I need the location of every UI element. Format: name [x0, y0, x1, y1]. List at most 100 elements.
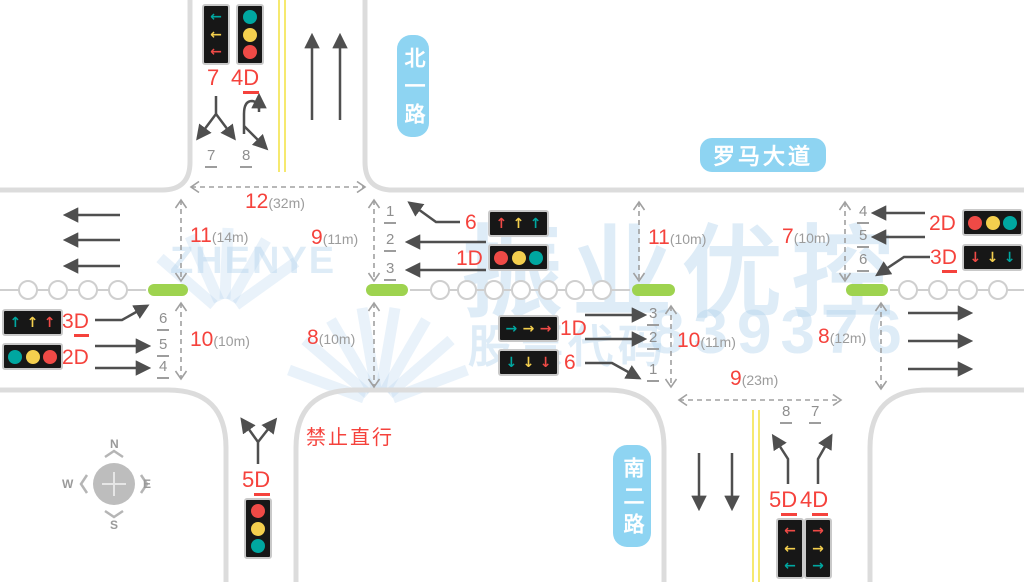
- signal-label-3d-east: 3D: [930, 246, 957, 273]
- measure-distance: (10m): [669, 231, 707, 247]
- watermark-brand: ZHENYE: [170, 240, 336, 283]
- measure-left-se: 8(10m): [307, 327, 355, 348]
- teal-ball-icon: [7, 349, 22, 364]
- measure-distance: (10m): [318, 331, 356, 347]
- signal-head-east-down-arrows: ↓↓↓: [962, 244, 1023, 271]
- signal-head-north-balls: [236, 4, 264, 65]
- signal-label-2d-east: 2D: [929, 213, 956, 234]
- yellow-center-lines: [278, 0, 760, 582]
- right-east-approach-arrows: [870, 205, 930, 277]
- badge-main-road: 罗马大道: [700, 138, 826, 172]
- compass-north-label: N: [110, 437, 119, 451]
- yellow-ball-icon: [251, 521, 265, 536]
- signal-label-6-center: 6: [564, 352, 576, 373]
- badge-south-road: 南二路: [613, 445, 651, 547]
- lane-number: 3: [384, 260, 397, 281]
- teal-arrow-icon: →: [505, 320, 518, 337]
- teal-ball-icon: [251, 539, 265, 554]
- teal-arrow-icon: ↓: [505, 354, 518, 371]
- signal-head-north-left-arrows: ←←←: [202, 4, 230, 65]
- yellow-arrow-icon: ←: [210, 26, 222, 43]
- signal-label-underlined: D: [243, 65, 260, 94]
- yellow-arrow-icon: ↑: [26, 314, 39, 331]
- signal-label-3d-west: 3D: [62, 310, 89, 337]
- signal-label-underlined: D: [73, 310, 89, 337]
- red-ball-icon: [493, 250, 508, 265]
- measure-distance: (11m): [700, 334, 736, 350]
- red-arrow-icon: →: [812, 522, 824, 539]
- lane-number: 2: [384, 231, 397, 252]
- signal-head-south-right-right-arrows: →→→: [804, 518, 832, 579]
- teal-arrow-icon: ↑: [529, 215, 542, 232]
- compass-west-label: W: [62, 477, 74, 491]
- signal-head-south-right-left-arrows: ←←←: [776, 518, 804, 579]
- signal-head-left-up-arrows: ↑↑↑: [488, 210, 549, 237]
- measure-distance: (14m): [211, 229, 249, 245]
- lane-number: 8: [240, 147, 253, 168]
- left-east-approach-arrows: [404, 201, 486, 278]
- measure-right-sw: 10(11m): [677, 330, 736, 351]
- measure-right-nw: 11(10m): [648, 227, 706, 248]
- signal-label-underlined: D: [781, 487, 798, 516]
- yellow-ball-icon: [985, 215, 1000, 230]
- signal-label-text: 3: [930, 246, 942, 269]
- teal-ball-icon: [1003, 215, 1018, 230]
- watermark-stock-code: 839376: [650, 298, 911, 367]
- signal-head-east-balls: [962, 209, 1023, 236]
- lane-number: 6: [857, 251, 870, 272]
- lane-number: 7: [809, 403, 822, 424]
- lane-number: 8: [780, 403, 793, 424]
- signal-label-text: 5: [242, 467, 255, 492]
- signal-label-text: 3: [62, 310, 74, 333]
- south-right-approach-arrows: [771, 433, 833, 484]
- lane-number: 2: [647, 329, 660, 350]
- red-arrow-icon: ↑: [43, 314, 56, 331]
- lane-number: 5: [157, 336, 170, 357]
- signal-head-center-down-arrows: ↓↓↓: [498, 349, 559, 376]
- yellow-arrow-icon: ←: [784, 540, 796, 557]
- measure-right-ne: 7(10m): [782, 226, 830, 247]
- measure-number: 8: [307, 326, 319, 349]
- measure-number: 10: [677, 329, 701, 352]
- yellow-ball-icon: [25, 349, 40, 364]
- measure-distance: (32m): [268, 195, 305, 211]
- signal-label-text: 6: [564, 351, 576, 374]
- measure-right-se: 8(12m): [818, 326, 866, 347]
- measure-distance: (12m): [829, 330, 867, 346]
- red-arrow-icon: ↑: [495, 215, 508, 232]
- signal-label-text: 7: [207, 65, 220, 90]
- teal-ball-icon: [243, 9, 257, 24]
- red-ball-icon: [43, 349, 58, 364]
- yellow-arrow-icon: ↓: [986, 249, 999, 266]
- signal-label-1d-center: 1D: [560, 318, 587, 339]
- measure-number: 9: [311, 226, 323, 249]
- signal-label-5d-southright: 5D: [769, 487, 798, 516]
- signal-label-text: 2D: [62, 346, 89, 369]
- signal-label-text: 5: [769, 487, 782, 512]
- compass-east-label: E: [143, 477, 152, 491]
- lane-number: 7: [205, 147, 218, 168]
- teal-ball-icon: [529, 250, 544, 265]
- eastbound-exit-arrows: [908, 305, 974, 377]
- no-straight-note: 禁止直行: [306, 427, 394, 449]
- yellow-arrow-icon: ↑: [512, 215, 525, 232]
- compass-icon: [79, 449, 149, 519]
- signal-label-text: 2D: [929, 212, 956, 235]
- signal-head-west-up-arrows: ↑↑↑: [2, 309, 63, 336]
- teal-arrow-icon: ←: [784, 558, 796, 575]
- signal-label-6-left: 6: [465, 212, 477, 233]
- left-west-approach-arrows: [95, 304, 152, 376]
- measure-number: 11: [648, 226, 670, 249]
- signal-label-4d: 4D: [231, 65, 260, 94]
- measure-left-nw: 11(14m): [190, 225, 248, 246]
- measure-number: 7: [782, 225, 794, 248]
- right-center-approach-arrows: [585, 307, 648, 380]
- red-arrow-icon: →: [539, 320, 552, 337]
- measure-distance: (10m): [213, 333, 250, 349]
- lane-number: 1: [647, 361, 660, 382]
- red-arrow-icon: ←: [210, 44, 222, 61]
- signal-label-underlined: D: [941, 246, 957, 273]
- westbound-exit-arrows: [62, 207, 120, 274]
- median-marker-line: [0, 280, 1024, 300]
